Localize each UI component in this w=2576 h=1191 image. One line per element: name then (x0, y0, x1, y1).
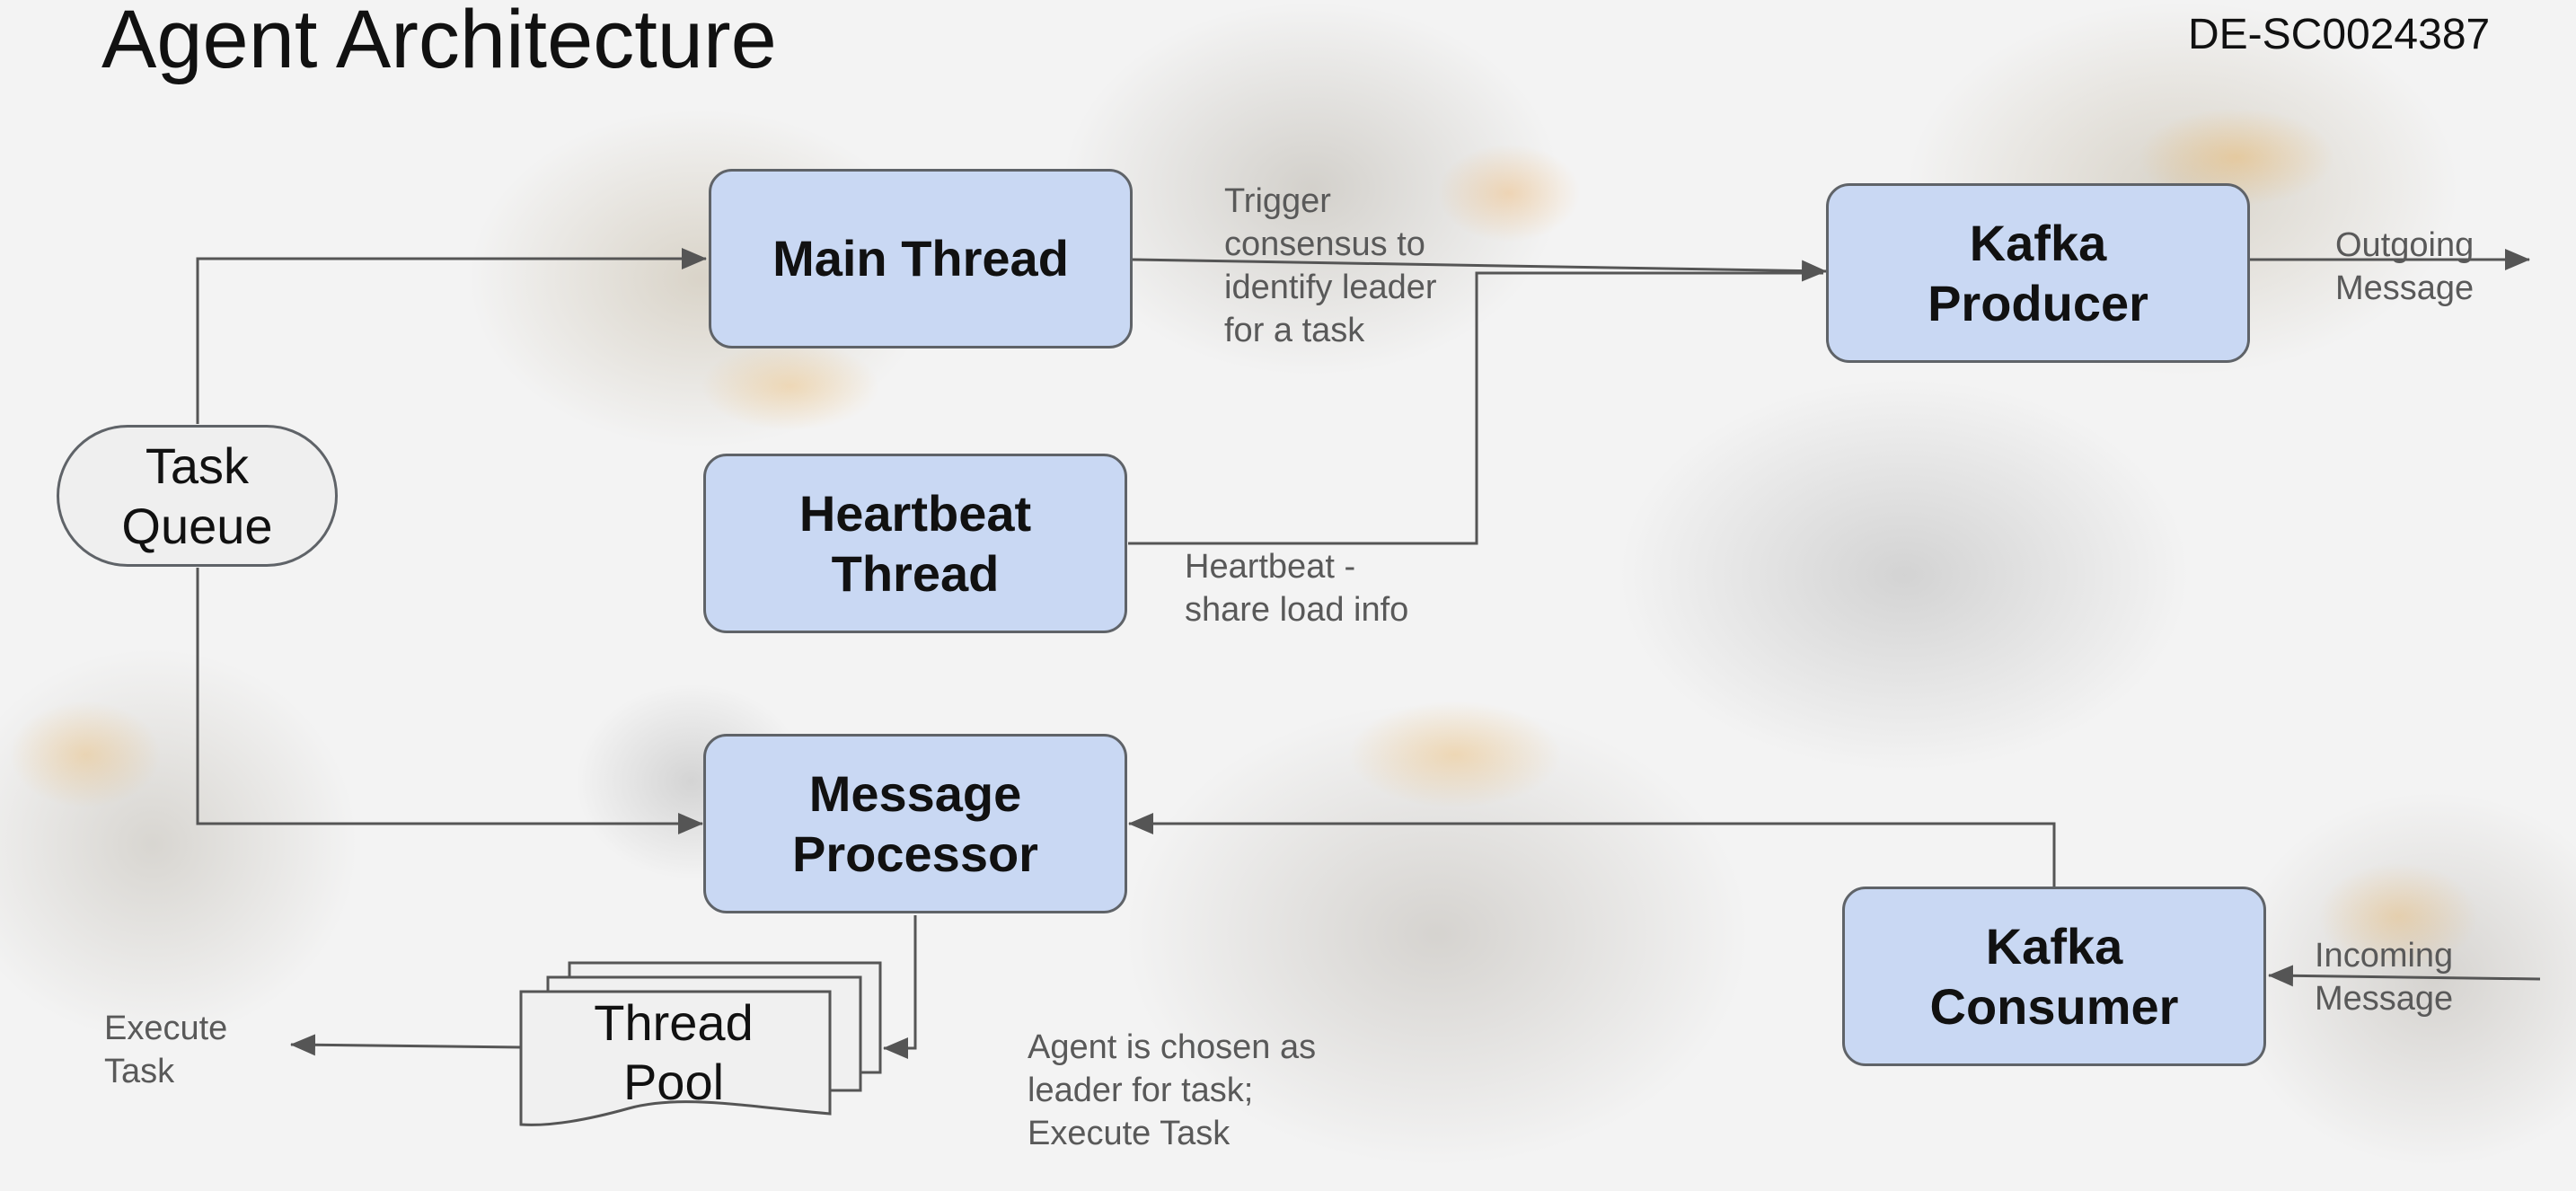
heartbeat-thread-node: Heartbeat Thread (703, 454, 1127, 633)
task-queue-label-line2: Queue (121, 498, 273, 554)
edge-incoming-to-consumer (2268, 965, 2541, 987)
message-processor-label-line1: Message (808, 764, 1022, 822)
thread-pool-shape (519, 961, 882, 1126)
execute-task-label: Execute Task (104, 1010, 228, 1090)
thread-pool-label-line2: Pool (622, 1054, 725, 1110)
heartbeat-thread-label-line1: Heartbeat (798, 484, 1032, 542)
kafka-consumer-node: Kafka Consumer (1842, 887, 2266, 1066)
edge-queue-to-main-thread (196, 248, 707, 424)
heartbeat-thread-label-line2: Thread (831, 545, 1000, 602)
edge-pool-to-execute-task (290, 1034, 522, 1056)
incoming-message-label: Incoming Message (2315, 937, 2454, 1018)
task-queue-node: Task Queue (57, 425, 338, 567)
grant-id: DE-SC0024387 (2188, 11, 2491, 58)
message-processor-label-line2: Processor (792, 825, 1038, 882)
page-title: Agent Architecture (101, 0, 777, 85)
thread-pool-label-line1: Thread (594, 994, 754, 1051)
main-thread-label: Main Thread (772, 230, 1069, 287)
edge-queue-to-message-processor (196, 568, 703, 834)
main-thread-node: Main Thread (709, 169, 1133, 348)
edge-consumer-to-message-processor (1128, 813, 2056, 887)
kafka-producer-label-line1: Kafka (1969, 214, 2107, 271)
agent-chosen-label: Agent is chosen as leader for task; Exec… (1028, 1028, 1317, 1152)
kafka-producer-label-line2: Producer (1928, 275, 2148, 331)
kafka-producer-node: Kafka Producer (1826, 183, 2250, 363)
outgoing-message-label: Outgoing Message (2335, 226, 2475, 307)
edge-heartbeat-to-producer (1128, 271, 1823, 545)
edge-main-to-producer (1132, 258, 1827, 282)
heartbeat-label: Heartbeat - share load info (1185, 548, 1409, 629)
kafka-consumer-label-line2: Consumer (1929, 978, 2179, 1035)
edge-processor-to-thread-pool (883, 915, 917, 1059)
thread-pool-node: Thread Pool (521, 993, 826, 1112)
message-processor-node: Message Processor (703, 734, 1127, 913)
trigger-consensus-label: Trigger consensus to identify leader for… (1224, 182, 1437, 349)
task-queue-label-line1: Task (145, 437, 250, 494)
kafka-consumer-label-line1: Kafka (1985, 917, 2123, 975)
